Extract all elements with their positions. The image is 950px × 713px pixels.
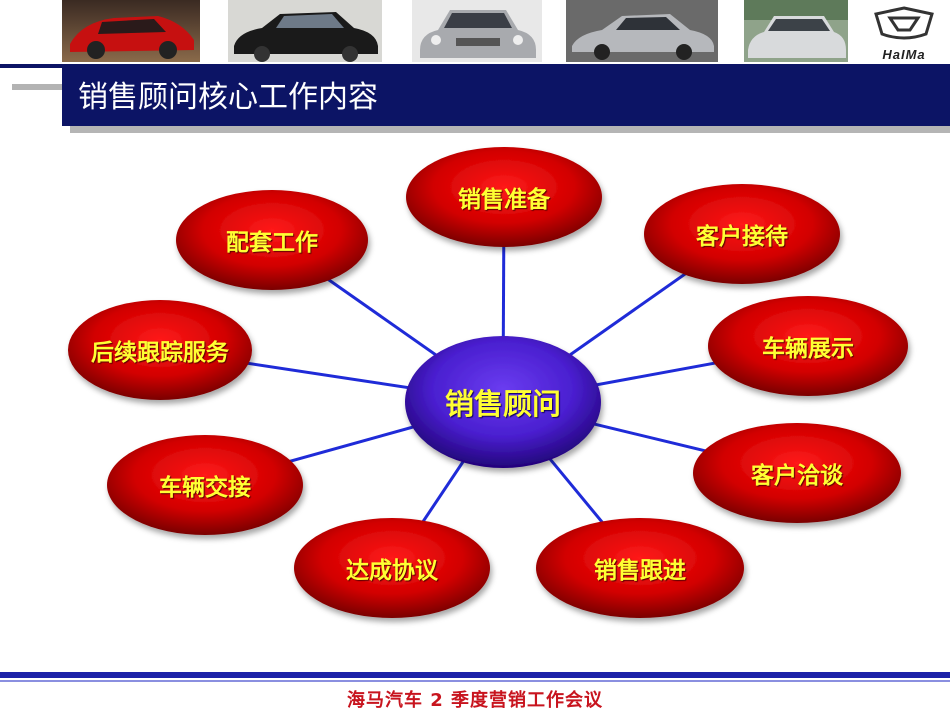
footer-text: 海马汽车 2 季度营销工作会议 [346,690,604,711]
node-label-vehicle-display: 车辆展示 [762,335,854,362]
red-hatchback-photo [62,0,200,62]
node-agreement [294,518,490,618]
title-bar [62,64,950,126]
haima-emblem-icon [874,6,934,40]
node-sales-prep [406,147,602,247]
white-sedan-photo [744,0,848,62]
node-label-negotiation: 客户洽谈 [751,462,843,489]
logo-text: HaIMa [882,47,926,62]
node-negotiation [693,423,901,523]
node-label-sales-prep: 销售准备 [458,186,550,213]
page-title: 销售顾问核心工作内容 [78,80,378,115]
node-support-work [176,190,368,290]
black-sedan-photo [228,0,382,62]
silver-sedan-side-photo [566,0,718,62]
center-node-label: 销售顾问 [444,387,562,421]
node-after-service [68,300,252,400]
header-photo-strip: HaIMa [0,0,950,64]
node-label-follow-up: 销售跟进 [594,557,686,584]
node-vehicle-display [708,296,908,396]
node-reception [644,184,840,284]
node-follow-up [536,518,744,618]
title-gray-line [12,84,62,90]
center-node [405,336,601,468]
node-label-agreement: 达成协议 [346,557,438,584]
node-label-support-work: 配套工作 [226,229,318,256]
node-label-reception: 客户接待 [696,223,788,250]
footer-rule-thin [0,680,950,682]
title-underline [70,126,950,133]
title-accent-left [0,64,62,68]
node-label-delivery: 车辆交接 [159,474,251,501]
haima-logo: HaIMa [862,4,946,62]
node-label-after-service: 后续跟踪服务 [91,339,229,366]
node-delivery [107,435,303,535]
silver-sedan-front-photo [412,0,542,62]
footer-rule [0,672,950,678]
